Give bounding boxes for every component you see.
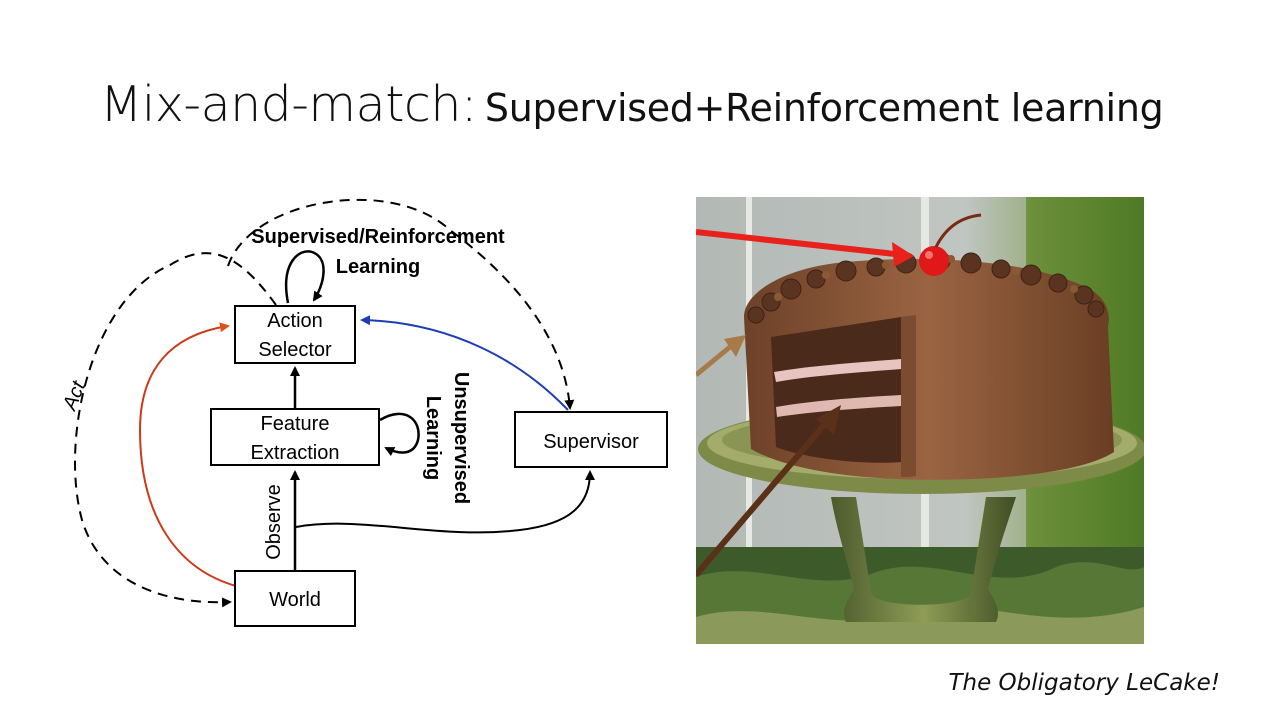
feature-extraction-line2: Extraction bbox=[251, 442, 340, 464]
unsupervised-label-line2: Learning bbox=[422, 396, 444, 480]
action-selector-node: Action Selector bbox=[234, 305, 356, 364]
supervisor-dashed-arrow bbox=[227, 198, 575, 410]
act-dashed-arrow bbox=[74, 252, 277, 608]
supervisor-node: Supervisor bbox=[514, 411, 668, 468]
world-node: World bbox=[234, 570, 356, 627]
unsupervised-self-loop bbox=[379, 412, 420, 457]
pointer-arrow-brown bbox=[696, 415, 834, 577]
unsupervised-label-line1: Unsupervised bbox=[450, 372, 472, 504]
cake-photo bbox=[696, 197, 1144, 644]
supervised-reinforcement-label-line1: Supervised/Reinforcement bbox=[251, 226, 505, 248]
pointer-arrow-red bbox=[696, 229, 905, 258]
pointer-arrow-tan bbox=[696, 340, 738, 377]
red-reward-arrow bbox=[138, 322, 237, 587]
title-main: Mix-and-match: bbox=[100, 76, 477, 133]
blue-supervision-arrow bbox=[360, 315, 569, 411]
slide-title: Mix-and-match:Supervised+Reinforcement l… bbox=[100, 76, 1220, 133]
supervised-reinforcement-label-line2: Learning bbox=[336, 256, 420, 278]
cake-caption: The Obligatory LeCake! bbox=[948, 670, 1220, 696]
feature-extraction-node: Feature Extraction bbox=[210, 408, 380, 466]
action-selector-line2: Selector bbox=[258, 339, 332, 361]
supervised-self-loop bbox=[285, 250, 325, 304]
feature-extraction-line1: Feature bbox=[261, 413, 330, 435]
title-sub: Supervised+Reinforcement learning bbox=[484, 86, 1164, 130]
world-label: World bbox=[269, 589, 321, 611]
cherry-icon bbox=[919, 246, 949, 276]
action-selector-line1: Action bbox=[267, 310, 323, 332]
supervisor-label: Supervisor bbox=[543, 431, 639, 453]
world-to-supervisor-arrow bbox=[295, 470, 595, 534]
observe-label: Observe bbox=[263, 484, 285, 560]
cake-illustration bbox=[696, 197, 1144, 644]
